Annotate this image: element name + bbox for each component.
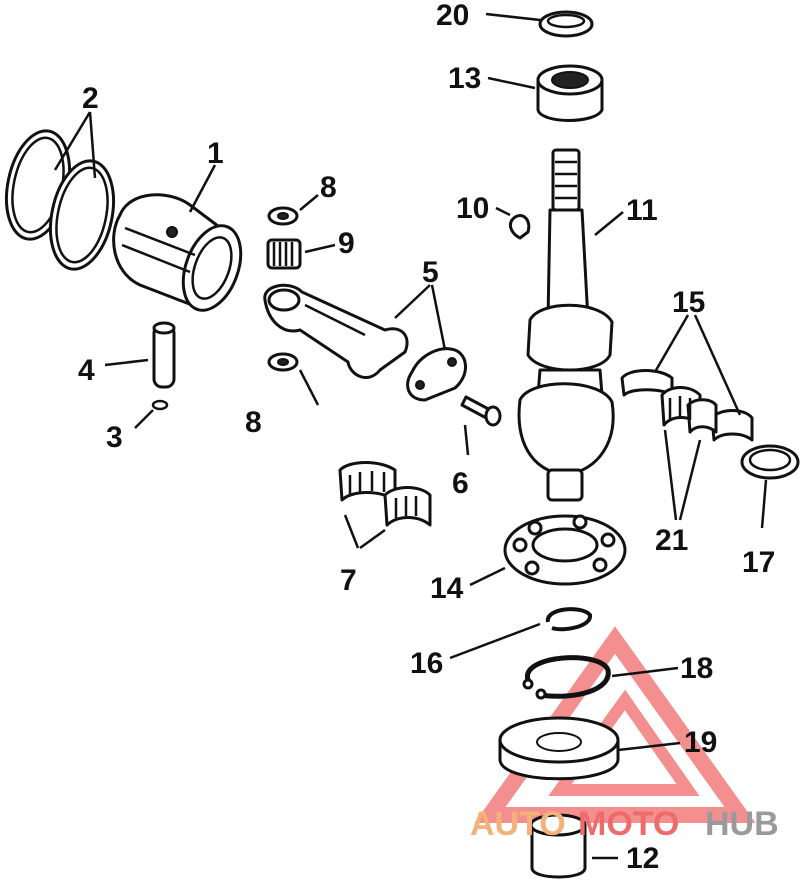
- woodruff-key: [508, 214, 531, 240]
- piston: [112, 193, 243, 312]
- callout-4: 4: [78, 354, 95, 387]
- crankshaft: [517, 148, 615, 502]
- lower-ball-bearing: [503, 514, 627, 586]
- connecting-rod: [263, 283, 409, 379]
- callout-6: 6: [452, 467, 469, 500]
- callout-20: 20: [436, 0, 469, 32]
- callout-17: 17: [742, 546, 775, 579]
- watermark-text-moto: MOTO: [578, 805, 679, 843]
- callout-19: 19: [684, 726, 717, 759]
- bearing-retainer-halves: [620, 369, 754, 442]
- lower-seal: [740, 444, 800, 480]
- connecting-rod-cap: [406, 347, 467, 402]
- callout-21: 21: [655, 524, 688, 557]
- upper-roller-bearing: [536, 64, 604, 122]
- callout-8-lower: 8: [245, 406, 262, 439]
- callout-7: 7: [340, 564, 357, 597]
- callout-8-upper: 8: [320, 171, 337, 204]
- callout-5: 5: [422, 256, 439, 289]
- piston-pin: [152, 321, 176, 389]
- needle-bearing: [266, 238, 302, 270]
- piston-rings: [5, 129, 115, 271]
- callout-10: 10: [456, 192, 489, 225]
- upper-seal: [538, 10, 594, 38]
- callout-1: 1: [207, 137, 224, 170]
- sleeve-bushing: [529, 813, 587, 879]
- callout-13: 13: [448, 62, 481, 95]
- main-bearing-halves: [660, 386, 718, 434]
- retaining-ring-large: [522, 655, 611, 700]
- callout-14: 14: [430, 572, 464, 605]
- watermark-text: AUTO MOTO HUB: [470, 805, 779, 843]
- callout-18: 18: [680, 652, 713, 685]
- watermark-text-hub: HUB: [705, 805, 779, 843]
- callout-12: 12: [626, 842, 659, 875]
- callout-9: 9: [338, 227, 355, 260]
- callout-3: 3: [106, 421, 123, 454]
- rod-bearing-halves: [338, 461, 432, 527]
- leader-lines: [53, 12, 768, 860]
- callout-16: 16: [410, 647, 443, 680]
- thrust-washer-upper: [267, 206, 299, 226]
- thrust-washer-lower: [267, 352, 299, 372]
- callout-15: 15: [672, 286, 705, 319]
- rod-cap-screw: [460, 395, 502, 427]
- watermark-text-auto: AUTO: [470, 805, 566, 843]
- callout-labels: 1 2 3 4 5 6 7 8 8 9 10 11 12 13 14 15 16…: [78, 0, 775, 875]
- lock-ring: [151, 399, 169, 411]
- callout-2: 2: [82, 82, 99, 115]
- thick-washer: [498, 716, 620, 781]
- callout-11: 11: [626, 194, 658, 227]
- retaining-ring-small: [545, 607, 592, 632]
